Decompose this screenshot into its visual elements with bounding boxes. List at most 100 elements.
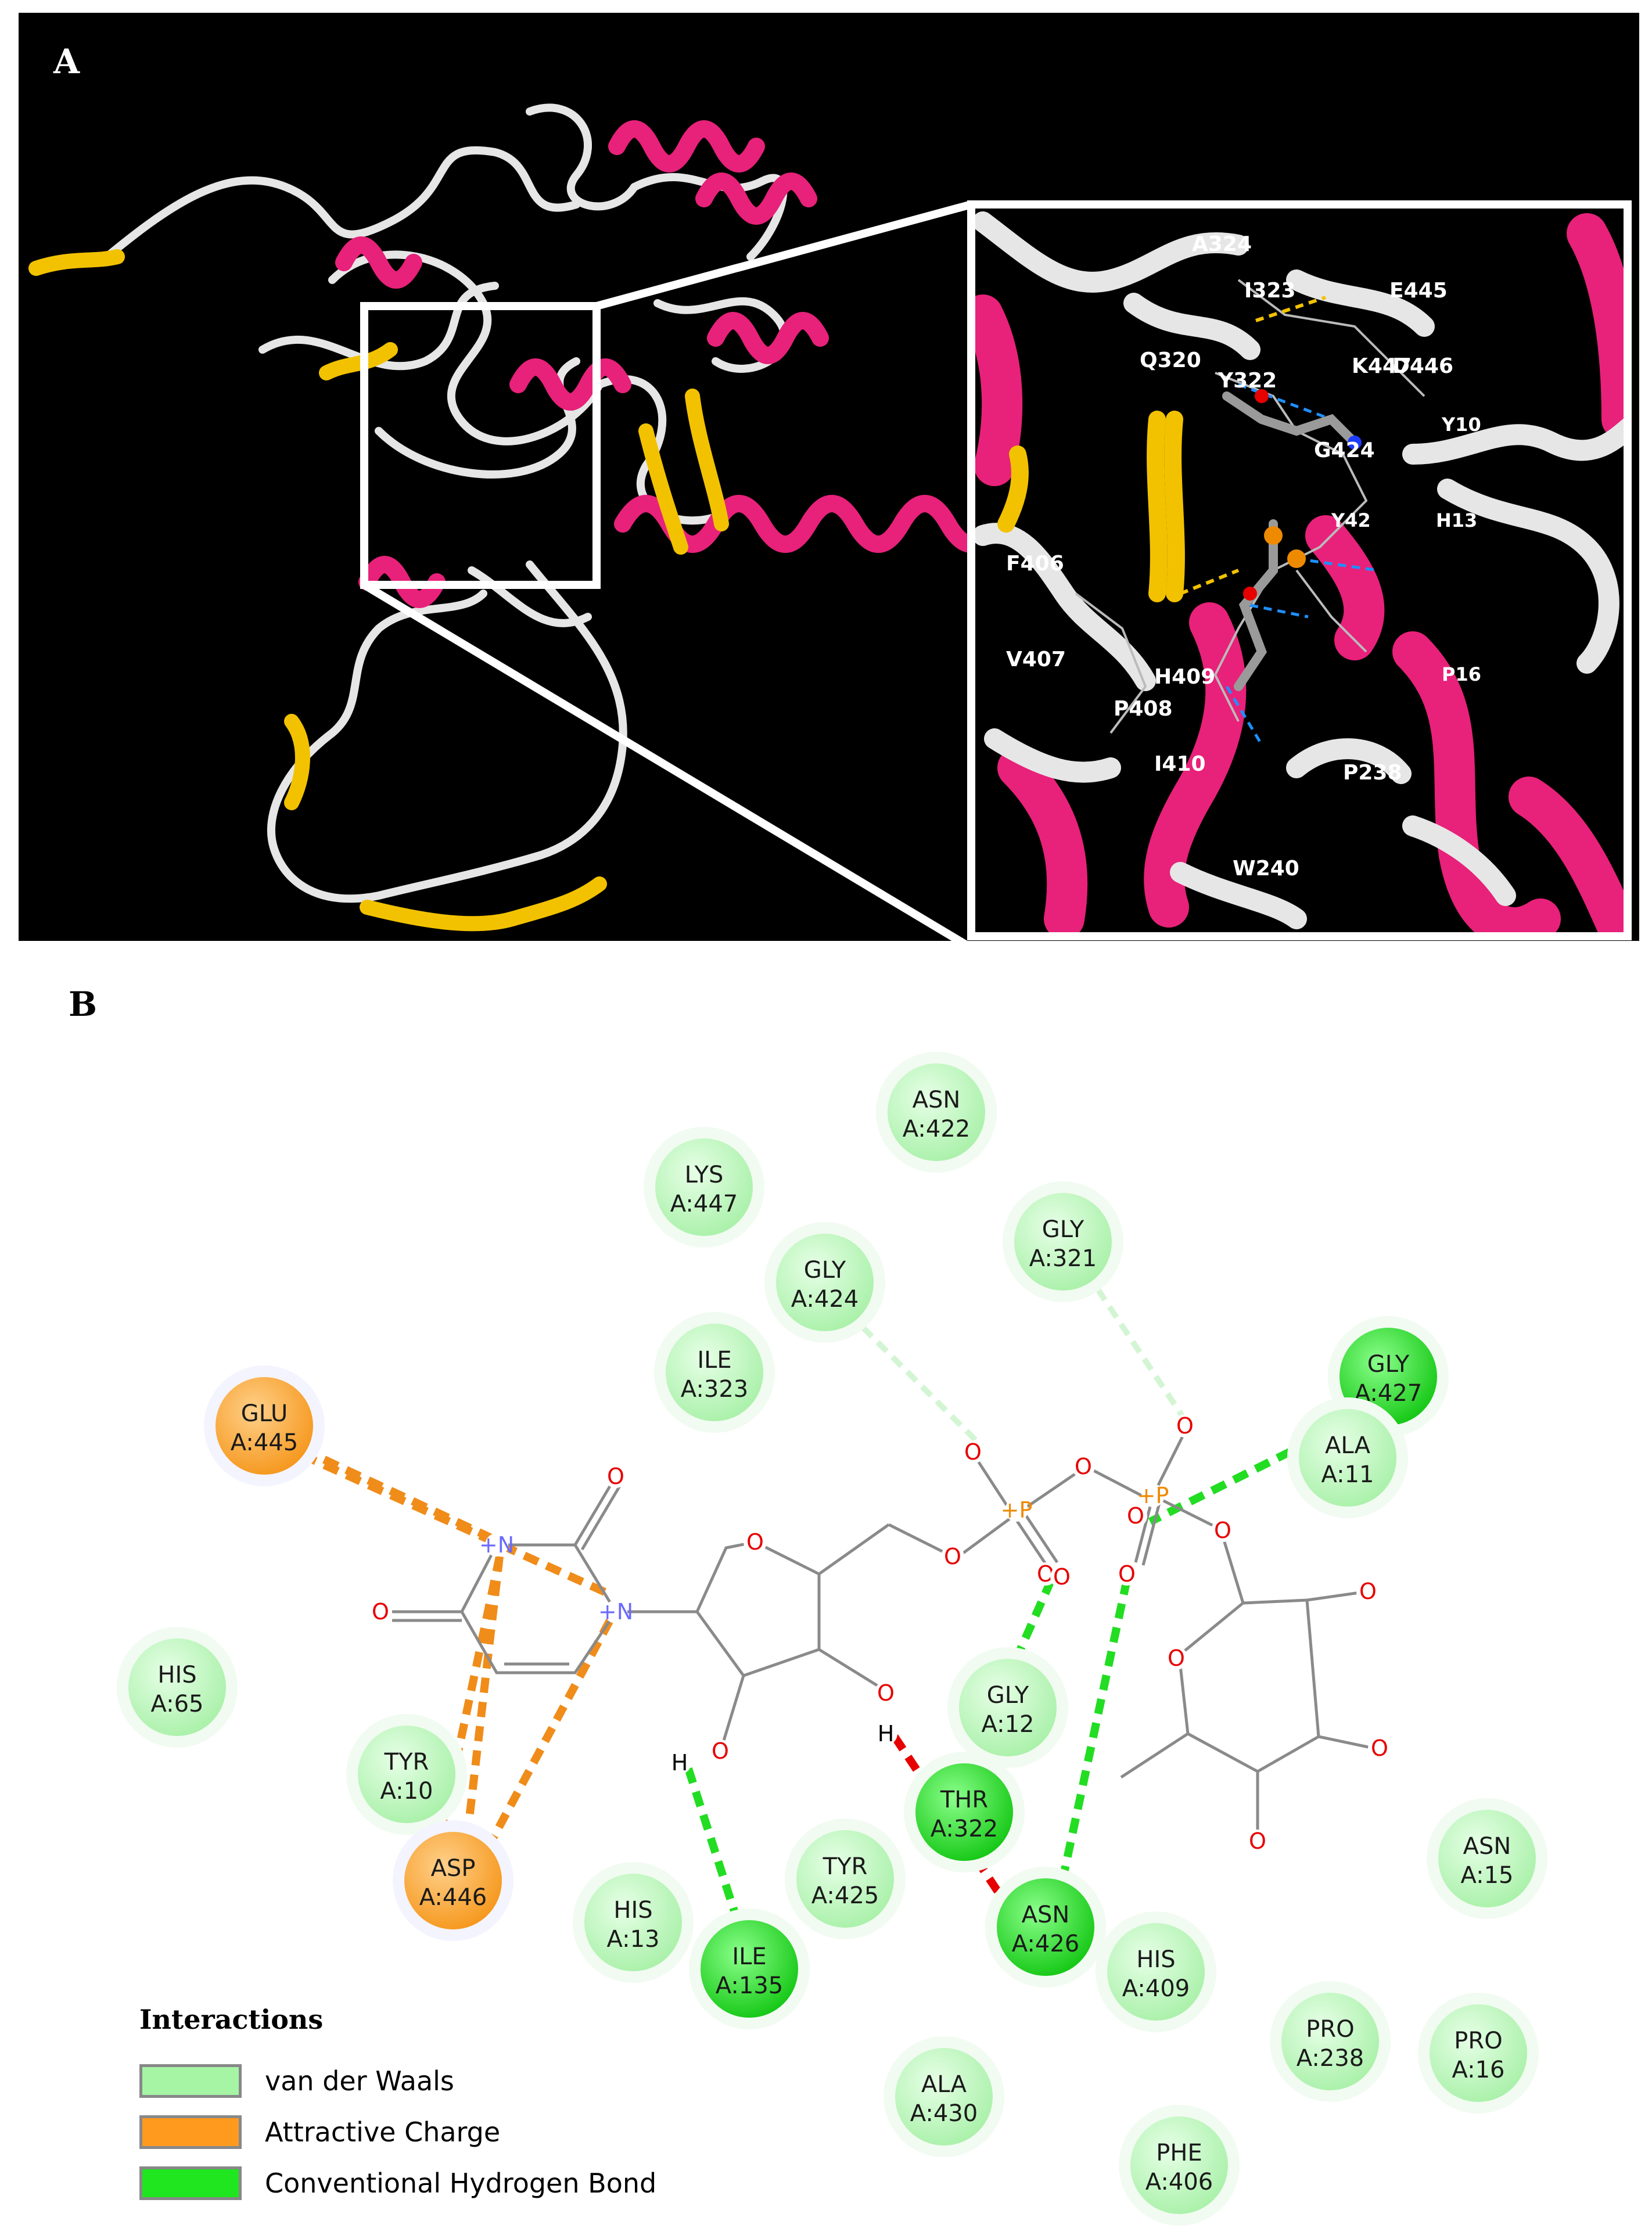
residue-circle (1107, 1923, 1205, 2021)
ligand-sticks (1222, 391, 1359, 691)
atom-label-bg (941, 1545, 964, 1568)
legend-label-hydrogen-bond: Conventional Hydrogen Bond (265, 2168, 657, 2199)
residue-name: TYR (384, 1749, 429, 1776)
residue-name: PRO (1454, 2028, 1502, 2054)
legend-item-hydrogen-bond: Conventional Hydrogen Bond (139, 2164, 656, 2202)
residue-name: GLY (1042, 1216, 1084, 1243)
protein-ribbon-view: A324I323E445Q320Y322K447D446Y10G424Y42H1… (28, 103, 1632, 941)
residue-circle (796, 1830, 894, 1928)
residue-chain: A:445 (231, 1429, 298, 1456)
zoom-residue-label: W240 (1233, 857, 1299, 880)
atom-label: O (1118, 1561, 1136, 1587)
residue-name: ALA (921, 2071, 967, 2098)
atom-label: O (877, 1680, 895, 1706)
atom-label: O (1168, 1645, 1185, 1671)
residue-name: HIS (157, 1662, 196, 1688)
atom-label: O (1075, 1454, 1092, 1479)
atom-label-bg (874, 1681, 897, 1705)
atom-label-bg (485, 1533, 508, 1557)
zoom-residue-label: G424 (1314, 439, 1375, 462)
residue-chain: A:12 (981, 1711, 1034, 1738)
residue-chain: A:13 (606, 1926, 659, 1953)
residue-name: HIS (1136, 1946, 1175, 1973)
residue-name: ASN (1463, 1833, 1511, 1860)
atom-label-bg (1115, 1562, 1139, 1586)
zoom-residue-label: F406 (1006, 552, 1064, 576)
residue-chain: A:10 (380, 1778, 433, 1805)
residue-circle (888, 1063, 985, 1161)
residue-circle (216, 1377, 313, 1475)
residue-chain: A:447 (670, 1191, 738, 1217)
atom-label-bg (1141, 1484, 1165, 1507)
residue-chain: A:430 (910, 2100, 978, 2127)
ligand-skeleton (392, 1431, 1374, 1832)
residue-name: GLY (804, 1257, 846, 1284)
legend-item-attractive-charge: Attractive Charge (139, 2113, 500, 2151)
zoom-residue-label: Q320 (1140, 348, 1201, 372)
zoom-residue-label: P238 (1343, 761, 1402, 785)
atom-label: H (671, 1750, 688, 1776)
atom-label-bg (709, 1740, 732, 1763)
residue-chain: A:135 (716, 1972, 783, 1999)
atom-label: O (1371, 1735, 1388, 1761)
residue-name: ASN (913, 1087, 961, 1113)
atom-label: +N (598, 1599, 633, 1625)
residue-circle (915, 1763, 1013, 1861)
atom-label: O (1176, 1413, 1194, 1439)
residue-circle (404, 1832, 502, 1929)
residue-name: ILE (697, 1347, 731, 1374)
atom-label: O (1249, 1828, 1266, 1854)
atom-label-bg (1246, 1830, 1269, 1853)
zoom-residue-label: I323 (1244, 279, 1296, 303)
residue-circle (1430, 2004, 1527, 2102)
zoom-residue-label: Y322 (1218, 369, 1277, 393)
residue-chain: A:425 (811, 1882, 879, 1909)
zoom-residue-label: A324 (1192, 232, 1252, 256)
zoom-residue-label: Y10 (1441, 414, 1481, 436)
residue-nodes: ASNA:422LYSA:447GLYA:321GLYA:424ILEA:323… (117, 1052, 1547, 2226)
residue-chain: A:424 (791, 1286, 859, 1313)
atom-label: +P (1001, 1497, 1033, 1523)
legend-swatch-attractive-charge (139, 2115, 242, 2149)
atom-label: O (944, 1544, 961, 1569)
atom-label: O (1214, 1518, 1231, 1543)
atom-label: O (746, 1529, 764, 1555)
residue-chain: A:409 (1122, 1975, 1190, 2002)
residue-name: LYS (685, 1162, 724, 1188)
panel-a-label: A (53, 42, 80, 81)
residue-name: GLU (241, 1400, 288, 1427)
atom-label-bg (604, 1600, 627, 1623)
atom-label-bg (1368, 1737, 1391, 1760)
legend-item-vdw: van der Waals (139, 2062, 454, 2100)
atom-label-bg (1005, 1498, 1028, 1522)
residue-name: ILE (732, 1943, 766, 1970)
residue-circle (959, 1659, 1057, 1756)
residue-chain: A:422 (903, 1116, 970, 1142)
atom-label-bg (1072, 1455, 1095, 1478)
zoom-residue-label: P16 (1442, 663, 1481, 685)
legend-label-vdw: van der Waals (265, 2065, 454, 2097)
residue-circle (655, 1138, 753, 1236)
residue-circle (1014, 1193, 1112, 1291)
atom-label-bg (961, 1440, 985, 1464)
overview-strands (28, 249, 729, 932)
residue-circle (701, 1920, 798, 2018)
overview-coils (96, 103, 789, 903)
atom-label-bg (1356, 1580, 1380, 1603)
residue-circle (776, 1234, 874, 1331)
legend-title: Interactions (139, 2004, 324, 2035)
residue-circle (584, 1874, 682, 1971)
